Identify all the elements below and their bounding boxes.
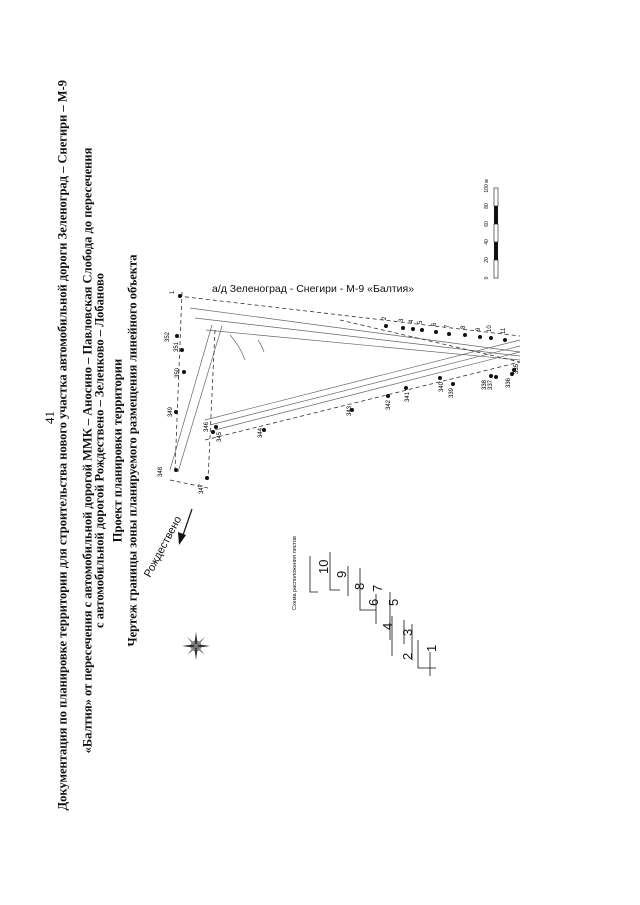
scale-tick-80: 80 [484, 203, 490, 209]
compass-rose-icon [182, 632, 210, 660]
svg-text:9: 9 [476, 327, 482, 331]
svg-text:352: 352 [165, 331, 171, 342]
sheet-layout-scheme: Схема расположения листов 10 9 8 7 6 5 4… [292, 536, 439, 676]
svg-text:1: 1 [424, 645, 439, 652]
svg-text:8: 8 [461, 325, 467, 329]
svg-text:346: 346 [204, 421, 210, 432]
point-labels-right: 1 2 3 4 5 6 7 8 9 10 11 [170, 290, 507, 334]
svg-text:1: 1 [170, 290, 176, 294]
svg-text:4: 4 [380, 623, 395, 630]
svg-text:3: 3 [400, 629, 415, 636]
svg-text:343: 343 [347, 405, 353, 416]
svg-text:340: 340 [439, 381, 445, 392]
svg-text:336: 336 [506, 377, 512, 388]
svg-text:8: 8 [352, 583, 367, 590]
svg-text:338: 338 [482, 379, 488, 390]
svg-text:350: 350 [175, 367, 181, 378]
scale-bar: 0 20 40 60 80 100 м [484, 179, 499, 279]
svg-text:4: 4 [409, 319, 415, 323]
svg-text:2: 2 [400, 653, 415, 660]
svg-text:6: 6 [366, 599, 381, 606]
svg-text:349: 349 [168, 406, 174, 417]
svg-text:9: 9 [334, 571, 349, 578]
svg-text:337: 337 [488, 379, 494, 390]
road-label: а/д Зеленоград - Снегири - М-9 «Балтия» [212, 283, 414, 295]
svg-text:10: 10 [487, 325, 493, 332]
svg-text:5: 5 [418, 320, 424, 324]
svg-text:339: 339 [449, 387, 455, 398]
svg-text:7: 7 [445, 324, 451, 328]
scale-tick-100: 100 м [484, 179, 490, 193]
direction-label: Рождествено [142, 514, 184, 579]
svg-text:341: 341 [405, 391, 411, 402]
svg-text:345: 345 [217, 431, 223, 442]
svg-text:6: 6 [432, 322, 438, 326]
scale-tick-40: 40 [484, 239, 490, 245]
scale-tick-0: 0 [484, 276, 490, 279]
svg-text:7: 7 [370, 585, 385, 592]
svg-text:10: 10 [316, 560, 331, 574]
scale-tick-60: 60 [484, 221, 490, 227]
boundary-points-right [178, 294, 507, 342]
svg-text:342: 342 [386, 399, 392, 410]
svg-text:5: 5 [386, 599, 401, 606]
road-lines [169, 307, 521, 473]
svg-text:3: 3 [399, 318, 405, 322]
svg-text:348: 348 [158, 466, 164, 477]
svg-text:351: 351 [174, 341, 180, 352]
svg-text:335: 335 [514, 363, 520, 374]
svg-text:11: 11 [501, 327, 507, 334]
svg-text:344: 344 [258, 427, 264, 438]
zone-boundary [169, 291, 521, 489]
svg-text:347: 347 [199, 483, 205, 494]
point-labels-left: 352 351 350 349 348 347 346 345 344 343 … [158, 331, 520, 494]
scheme-caption: Схема расположения листов [292, 536, 298, 610]
direction-arrow [178, 508, 193, 545]
boundary-points-left [174, 334, 516, 480]
scale-tick-20: 20 [484, 257, 490, 263]
svg-text:2: 2 [382, 316, 388, 320]
